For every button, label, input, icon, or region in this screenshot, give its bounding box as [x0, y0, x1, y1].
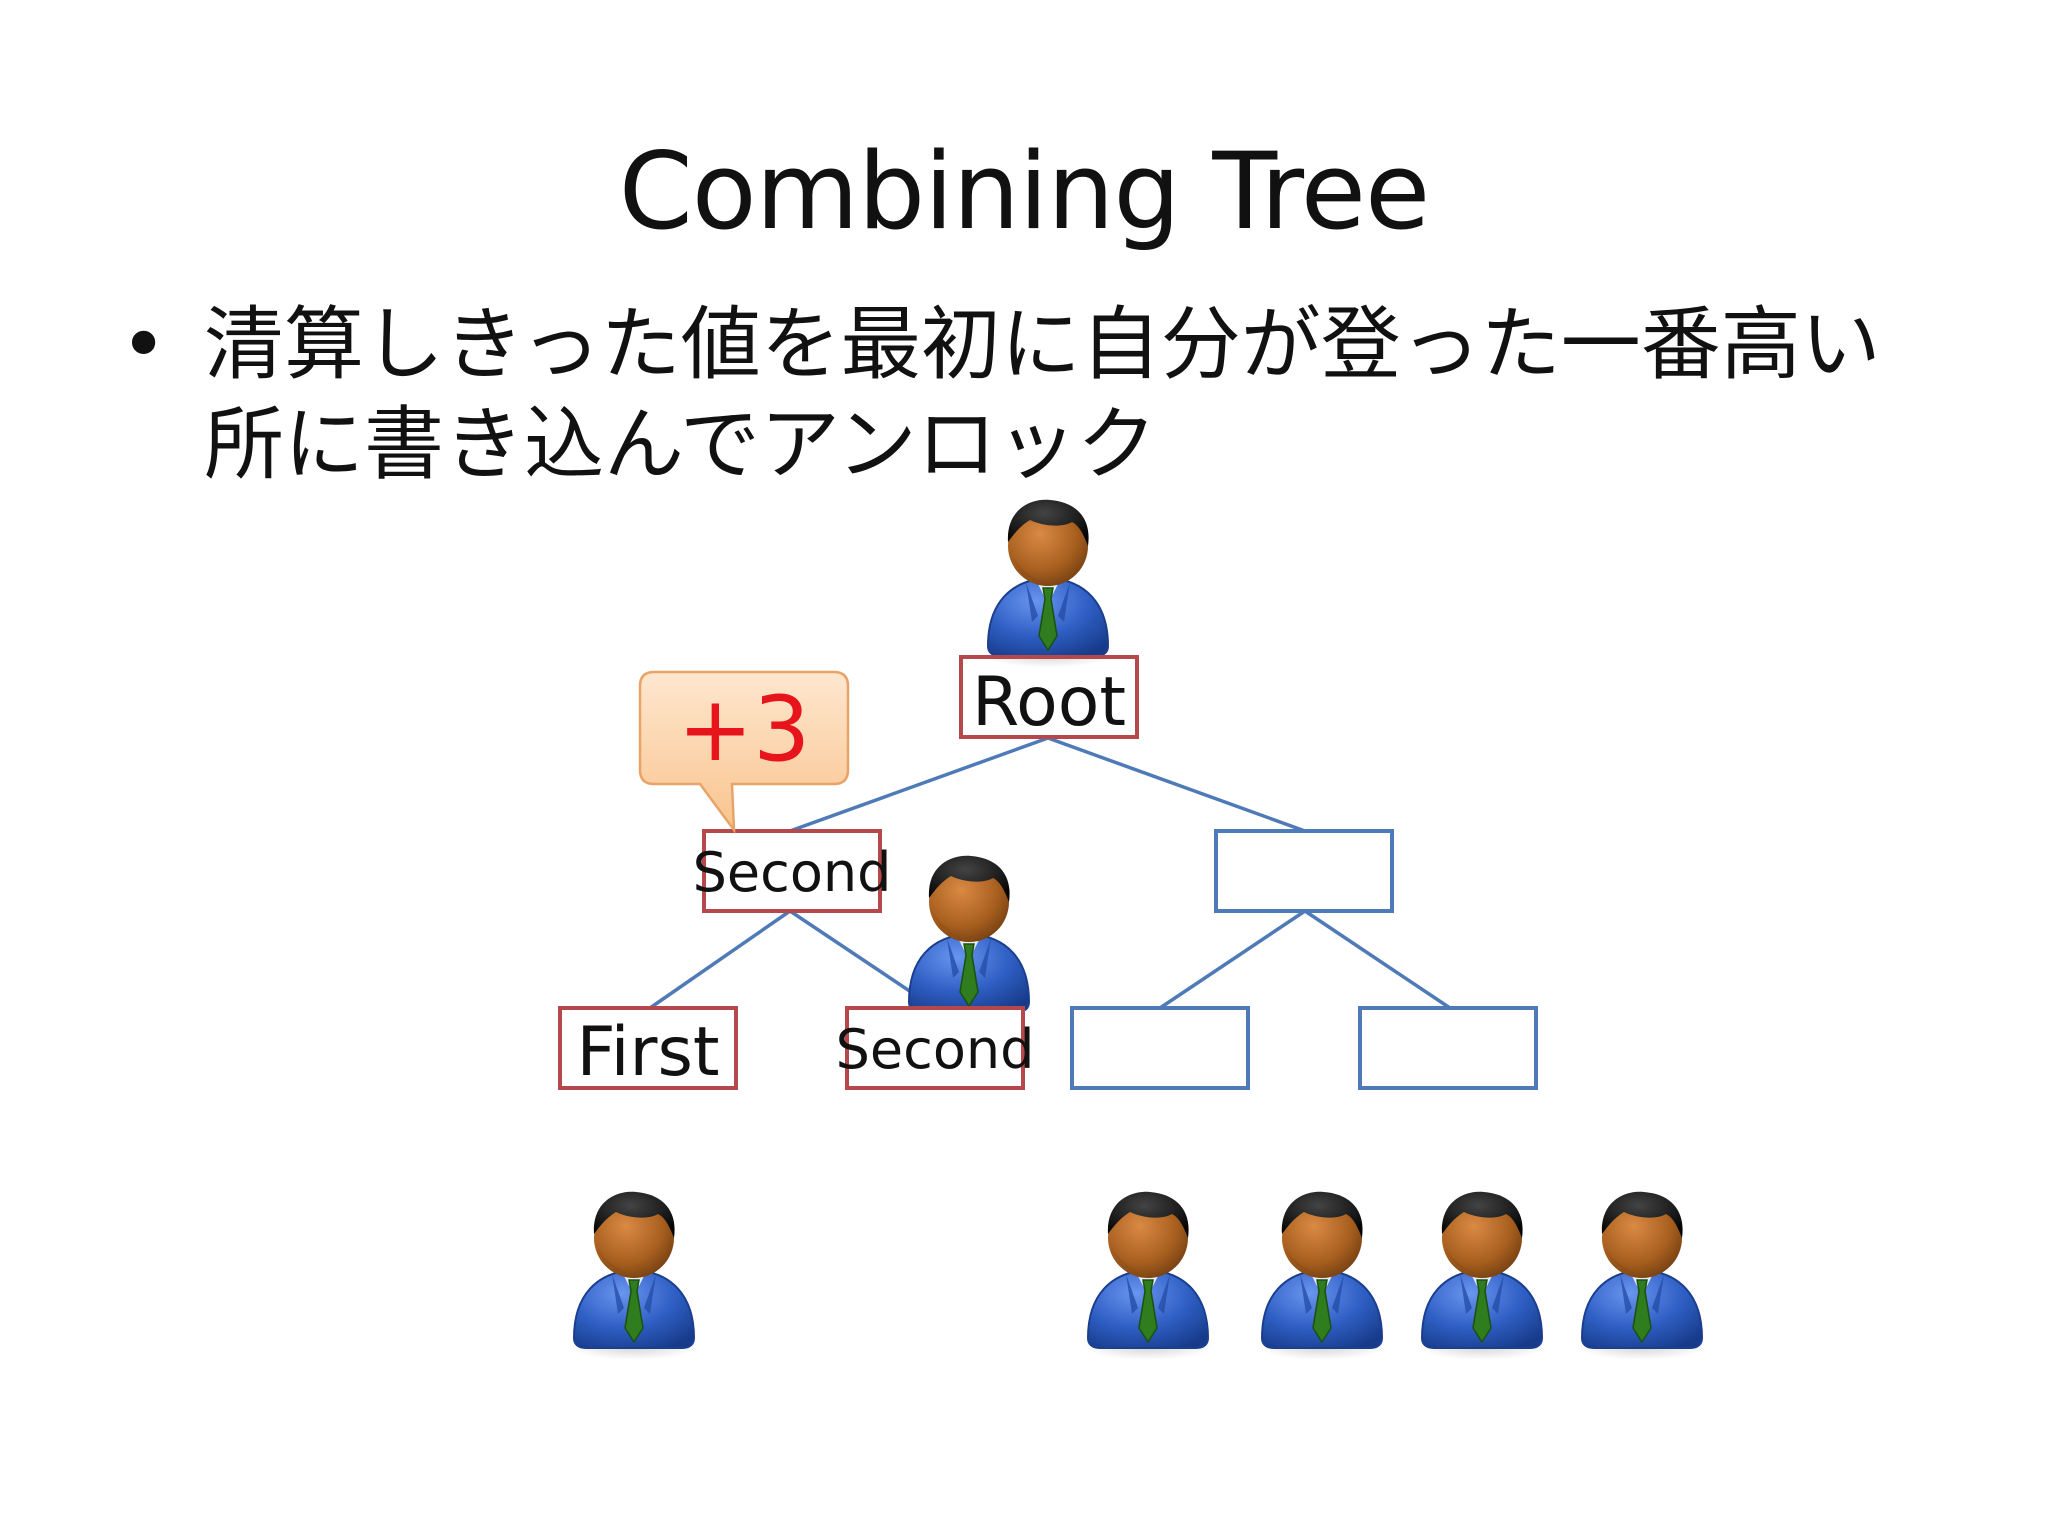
edge-root-left — [789, 736, 1049, 833]
value-callout: +3 — [638, 670, 850, 835]
tree-leaf-3 — [1070, 1006, 1250, 1090]
user-icon — [567, 1190, 701, 1361]
user-icon — [1081, 1190, 1215, 1361]
user-icon — [902, 854, 1036, 1025]
callout-text: +3 — [678, 677, 811, 782]
bullet-marker: • — [120, 298, 168, 391]
tree-node-level1-right — [1214, 829, 1394, 913]
level1-left-label: Second — [693, 841, 892, 904]
edge-right-leaf4 — [1304, 909, 1451, 1010]
user-icon — [1575, 1190, 1709, 1361]
bullet-text: 清算しきった値を最初に自分が登った一番高い所に書き込んでアンロック — [204, 298, 1881, 491]
edge-root-right — [1047, 736, 1306, 833]
slide-title: Combining Tree — [618, 130, 1431, 253]
tree-leaf-4 — [1358, 1006, 1538, 1090]
user-icon — [981, 498, 1115, 669]
edge-right-leaf3 — [1159, 909, 1306, 1010]
tree-edges — [649, 736, 1451, 1010]
leaf2-label: Second — [836, 1018, 1035, 1081]
tree-leaf-1: First — [558, 1006, 738, 1092]
tree-node-root: Root — [959, 655, 1139, 742]
tree-leaf-2: Second — [836, 1006, 1035, 1090]
edge-left-first — [649, 909, 791, 1010]
root-label: Root — [972, 663, 1126, 742]
user-icon — [1415, 1190, 1549, 1361]
leaf1-label: First — [576, 1013, 719, 1092]
tree-node-level1-left: Second — [693, 829, 892, 913]
user-icon — [1255, 1190, 1389, 1361]
